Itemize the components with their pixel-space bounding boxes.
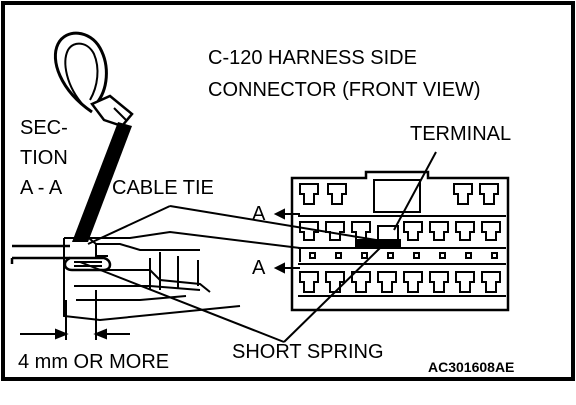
section-marker-arrows	[273, 208, 300, 274]
connector-front-view	[290, 170, 510, 312]
section-marker-lower: A	[252, 257, 266, 279]
figure-border	[1, 1, 575, 381]
cable-tie-pointer	[72, 122, 132, 242]
dimension-lines	[20, 290, 130, 340]
title-line-2: CONNECTOR (FRONT VIEW)	[208, 79, 481, 101]
title-line-1: C-120 HARNESS SIDE	[208, 47, 417, 69]
section-label-line-3: A - A	[20, 177, 63, 199]
section-label-line-2: TION	[20, 147, 68, 169]
dimension-label: 4 mm OR MORE	[18, 351, 169, 373]
cable-tie-label: CABLE TIE	[112, 177, 214, 199]
short-spring-label: SHORT SPRING	[232, 341, 384, 363]
section-label-line-1: SEC-	[20, 117, 68, 139]
terminal-label: TERMINAL	[410, 123, 511, 145]
cable-tie-illustration	[53, 31, 134, 128]
figure-code: AC301608AE	[428, 359, 514, 375]
leader-lines	[79, 151, 437, 343]
section-marker-upper: A	[252, 203, 266, 225]
